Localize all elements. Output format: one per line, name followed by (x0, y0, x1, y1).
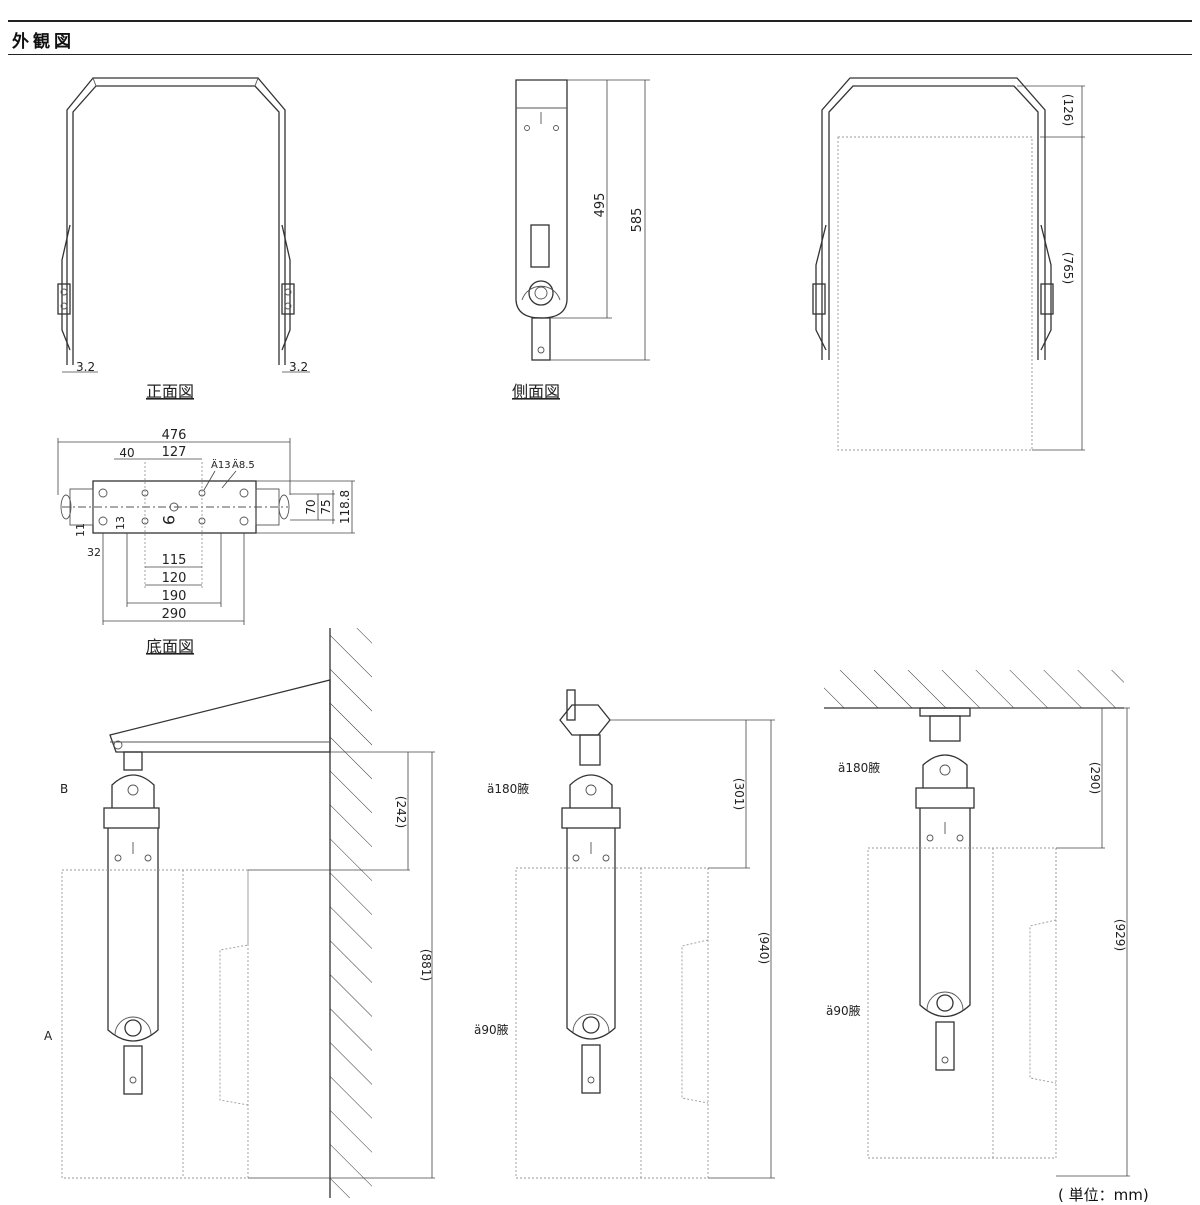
label-wall-a: A (44, 1029, 53, 1043)
dim-attach-126: (126) (1061, 94, 1075, 126)
dim-bottom-75: 75 (319, 499, 333, 514)
dim-bottom-127: 127 (162, 445, 187, 460)
label-pole-90: ä90腋 (474, 1022, 509, 1037)
dim-side-585: 585 (630, 208, 645, 233)
wall-hatch (330, 628, 372, 1198)
front-view-label: 正面図 (146, 382, 194, 401)
bottom-view: 476 40 127 Ä13 Ä8.5 13 9 11 32 70 75 118… (57, 428, 355, 656)
dim-front-right: 3.2 (289, 360, 308, 374)
unit-note: ( 単位：mm) (1058, 1186, 1149, 1204)
dim-bottom-70: 70 (304, 499, 318, 514)
ceiling-hatch (824, 670, 1124, 708)
dim-ceil-929: (929) (1113, 919, 1127, 951)
ceiling-mount-view: (290) (929) ä180腋 ä90腋 (824, 670, 1130, 1177)
dim-attach-765: (765) (1061, 252, 1075, 284)
wall-mount-view: (242) (881) B A (44, 628, 435, 1198)
bottom-view-label: 底面図 (146, 637, 194, 656)
dim-side-495: 495 (593, 193, 608, 218)
dim-bottom-32: 32 (87, 546, 101, 559)
dim-bottom-190: 190 (162, 589, 187, 604)
dim-bottom-13: 13 (114, 516, 127, 530)
header-bar: 外観図 (0, 0, 1200, 60)
dim-bottom-290: 290 (162, 607, 187, 622)
dim-bottom-115: 115 (162, 553, 187, 568)
dim-bottom-9: 9 (159, 515, 178, 525)
label-pole-180: ä180腋 (487, 781, 529, 796)
front-view: 3.2 3.2 正面図 (57, 77, 310, 401)
dim-pole-301: (301) (732, 778, 746, 810)
dim-bottom-hole-a: Ä13 (211, 458, 231, 471)
dim-pole-940: (940) (757, 932, 771, 964)
dim-bottom-118-8: 118.8 (338, 490, 352, 524)
pole-mount-view: (301) (940) ä180腋 ä90腋 (474, 689, 775, 1179)
header-bottom-rule (8, 54, 1192, 55)
dim-front-left: 3.2 (76, 360, 95, 374)
dim-bottom-120: 120 (162, 571, 187, 586)
page-title: 外観図 (12, 32, 75, 52)
dim-ceil-290: (290) (1088, 762, 1102, 794)
dim-bottom-hole-b: Ä8.5 (232, 458, 255, 471)
side-view-label: 側面図 (512, 382, 560, 401)
dim-bottom-11: 11 (74, 523, 87, 537)
dim-wall-881: (881) (419, 949, 433, 981)
label-wall-b: B (60, 782, 68, 796)
side-view: 495 585 側面図 (512, 79, 650, 401)
dim-wall-242: (242) (394, 796, 408, 828)
header-top-rule (8, 20, 1192, 22)
label-ceil-180: ä180腋 (838, 760, 880, 775)
attached-front-view: (126) (765) (812, 77, 1085, 451)
label-ceil-90: ä90腋 (826, 1003, 861, 1018)
dim-bottom-40: 40 (119, 446, 134, 460)
dim-bottom-476: 476 (162, 428, 187, 443)
